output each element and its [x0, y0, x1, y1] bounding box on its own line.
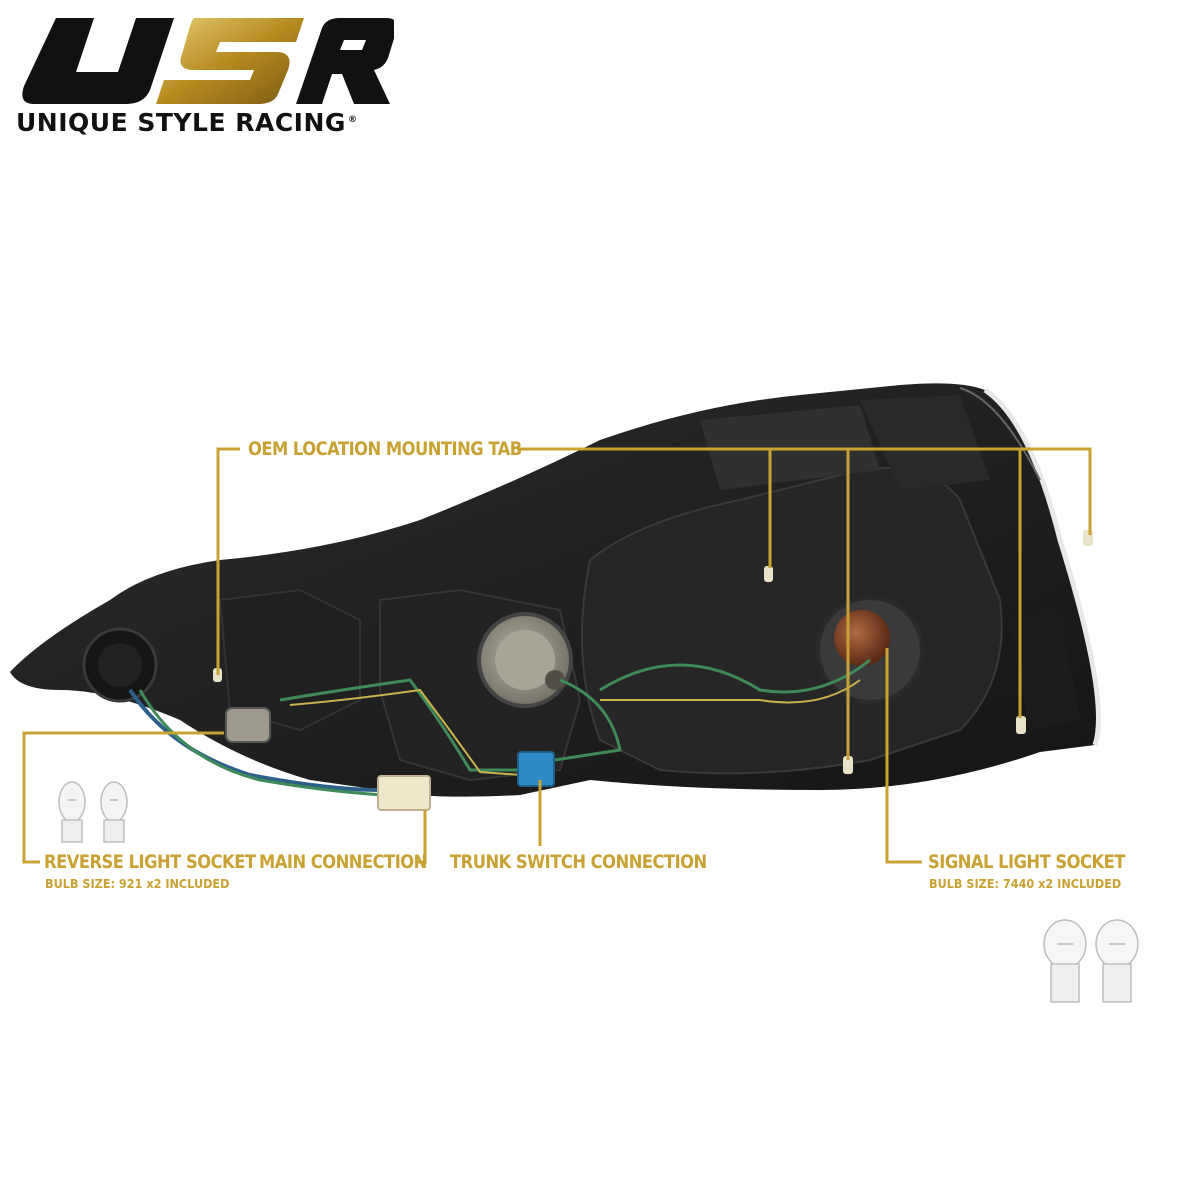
lens-edge: [983, 387, 1101, 746]
usr-logo: UNIQUE STYLE RACING®: [14, 14, 394, 139]
main-connection-label: MAIN CONNECTION: [259, 851, 427, 873]
signal-bulb-size: BULB SIZE: 7440 x2 INCLUDED: [929, 876, 1122, 891]
bulb-7440-pair: [1043, 919, 1139, 1003]
reverse-bulb-size: BULB SIZE: 921 x2 INCLUDED: [45, 876, 230, 891]
callout-lines: [22, 447, 1092, 864]
usr-logo-mark: [22, 18, 394, 104]
reverse-light-socket-label: REVERSE LIGHT SOCKET: [44, 851, 256, 873]
oem-mounting-tab-label: OEM LOCATION MOUNTING TAB: [248, 438, 522, 460]
bulb-921-pair: [58, 781, 128, 843]
trunk-switch-connection-label: TRUNK SWITCH CONNECTION: [450, 851, 707, 873]
brand-name: UNIQUE STYLE RACING®: [16, 108, 358, 137]
signal-light-socket-label: SIGNAL LIGHT SOCKET: [928, 851, 1125, 873]
